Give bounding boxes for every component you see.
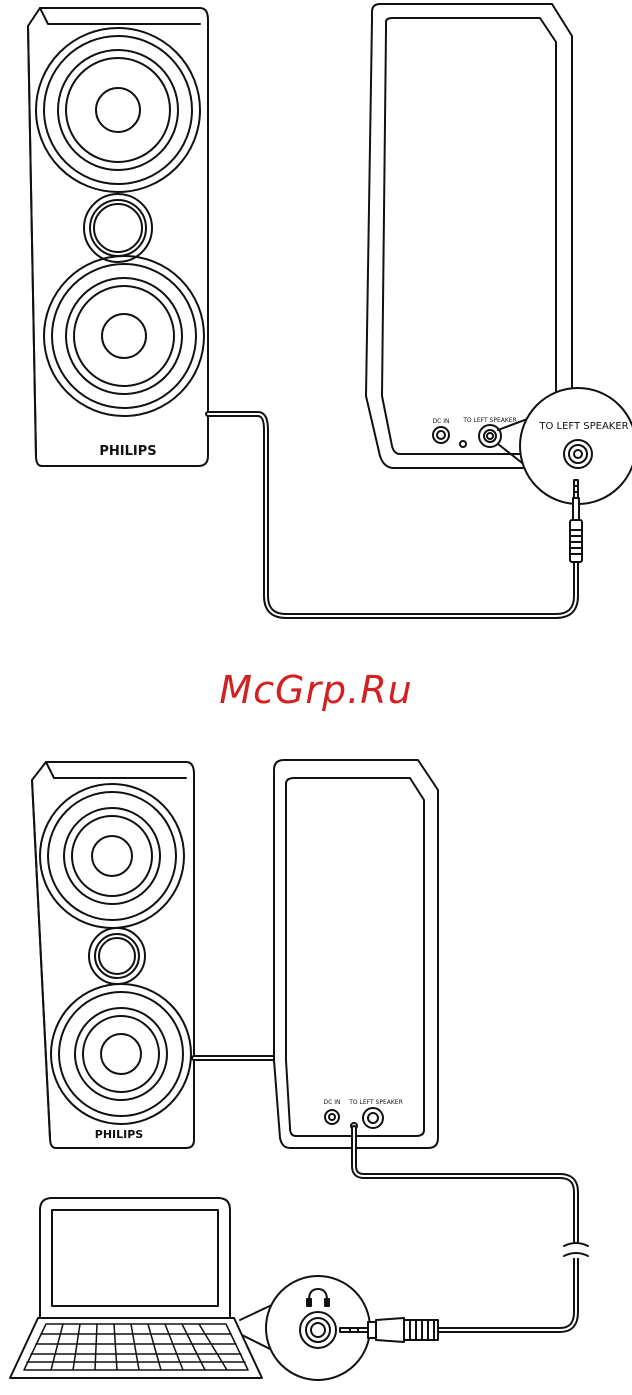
bottom-to-left-speaker-label: TO LEFT SPEAKER <box>348 1099 403 1106</box>
laptop-base <box>10 1318 262 1378</box>
bottom-audio-cable <box>354 1128 588 1330</box>
bottom-left-speaker-brand: PHILIPS <box>95 1128 144 1141</box>
bottom-left-speaker: PHILIPS <box>32 762 194 1148</box>
bottom-right-speaker-back: DC IN TO LEFT SPEAKER <box>274 760 438 1148</box>
zoom-to-left-speaker-label: TO LEFT SPEAKER <box>538 421 628 432</box>
top-left-speaker: PHILIPS <box>28 8 208 466</box>
bottom-zoom-callout <box>240 1276 438 1380</box>
top-left-speaker-brand: PHILIPS <box>99 444 156 459</box>
bottom-dc-in-label: DC IN <box>324 1099 341 1106</box>
top-right-speaker-back: DC IN TO LEFT SPEAKER <box>366 4 572 468</box>
watermark: McGrp.Ru <box>0 668 632 712</box>
laptop <box>10 1198 262 1378</box>
top-to-left-speaker-label: TO LEFT SPEAKER <box>462 417 517 424</box>
top-dc-in-label: DC IN <box>433 418 450 425</box>
